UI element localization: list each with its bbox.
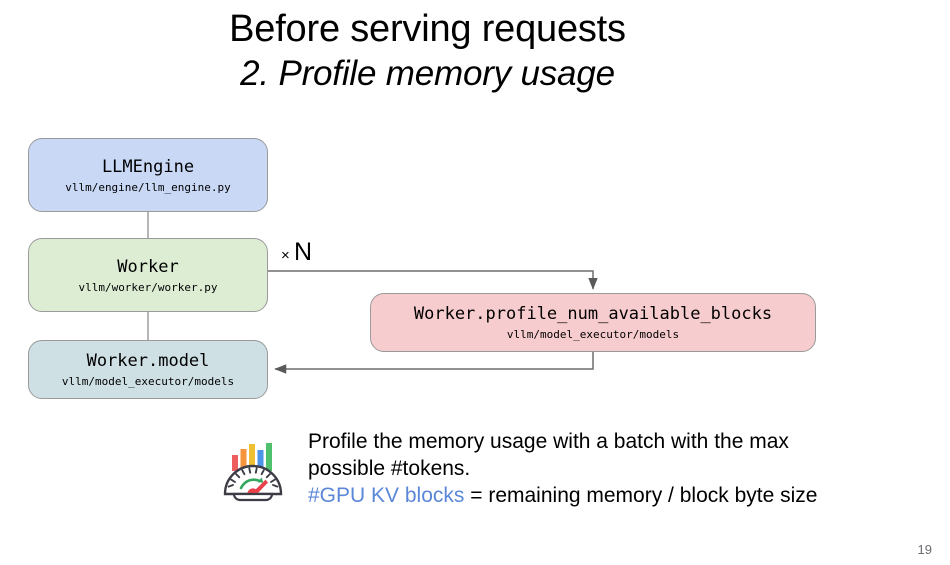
gauge-chart-icon [223, 443, 283, 502]
worker-multiplier-label: × N [281, 238, 312, 267]
caption-accent-term: #GPU KV blocks [308, 484, 465, 507]
caption-line-1: Profile the memory usage with a batch wi… [308, 430, 789, 453]
connector-worker-to-profile [268, 270, 598, 290]
multiplier-symbol: × [281, 247, 290, 264]
node-profile-subtitle: vllm/model_executor/models [506, 328, 680, 341]
node-worker-model[interactable]: Worker.model vllm/model_executor/models [28, 340, 268, 399]
connector-profile-to-workermodel [274, 352, 594, 374]
node-worker-model-title: Worker.model [86, 351, 210, 371]
caption-line-2: possible #tokens. [308, 457, 471, 480]
node-worker-model-subtitle: vllm/model_executor/models [61, 375, 235, 388]
caption-formula-rest: = remaining memory / block byte size [464, 484, 818, 507]
node-llmengine[interactable]: LLMEngine vllm/engine/llm_engine.py [28, 138, 268, 212]
node-worker-subtitle: vllm/worker/worker.py [78, 280, 218, 294]
title-line-primary: Before serving requests [229, 8, 626, 50]
page-title: Before serving requests 2. Profile memor… [0, 6, 855, 96]
caption-block: Profile the memory usage with a batch wi… [308, 428, 888, 509]
node-worker-title: Worker [117, 256, 179, 277]
node-worker[interactable]: Worker vllm/worker/worker.py [28, 238, 268, 312]
page-number: 19 [917, 542, 932, 557]
multiplier-count: N [293, 238, 312, 266]
node-llmengine-subtitle: vllm/engine/llm_engine.py [65, 180, 231, 194]
title-line-secondary: 2. Profile memory usage [240, 54, 615, 93]
node-profile-num-available-blocks[interactable]: Worker.profile_num_available_blocks vllm… [370, 293, 816, 352]
caption-line-3: #GPU KV blocks = remaining memory / bloc… [308, 482, 888, 509]
node-profile-title: Worker.profile_num_available_blocks [413, 304, 773, 324]
node-llmengine-title: LLMEngine [101, 156, 195, 177]
